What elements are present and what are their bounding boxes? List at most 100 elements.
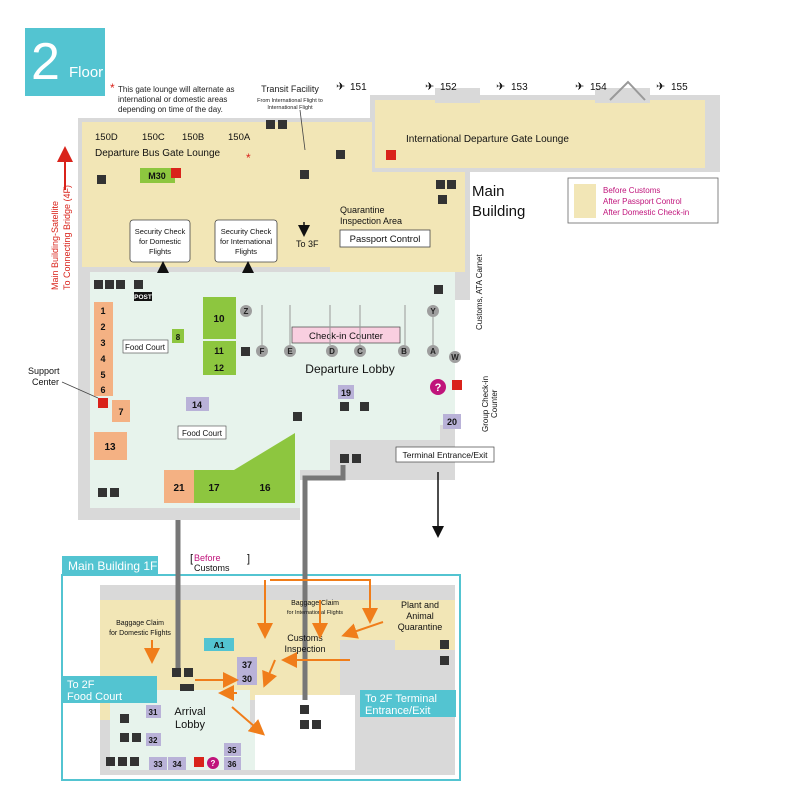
counter-F[interactable] [256,345,268,357]
shop-35[interactable] [224,743,241,756]
elevator-icon [105,280,114,289]
before-customs-bracket-end: ] [247,553,250,565]
shop-7[interactable] [112,400,130,422]
shop-8[interactable] [172,329,184,343]
restroom-icon [340,402,349,411]
counter-D[interactable] [326,345,338,357]
svg-text:Z: Z [244,307,249,316]
gate-150A[interactable]: 150A [228,132,251,143]
shop-5[interactable] [94,366,113,382]
shop-11[interactable] [203,341,236,358]
food-court-a[interactable] [122,339,169,354]
shop-A1[interactable] [204,638,234,651]
to-2f-terminal-line1: To 2F Terminal [365,693,437,705]
accessible-icon [440,656,449,665]
escalator-icon [352,454,361,463]
counter-Y[interactable] [427,305,439,317]
svg-text:11: 11 [214,346,224,356]
shop-13[interactable] [94,432,127,460]
shop-20[interactable] [443,414,461,429]
to-2f-food-court[interactable]: To 2F Food Court [62,676,157,703]
gate-152[interactable]: ✈ 152 [425,81,457,93]
svg-text:Flights: Flights [149,247,171,256]
to-2f-food-line2: Food Court [67,691,123,703]
svg-text:POST: POST [134,294,152,301]
shop-21[interactable] [164,470,194,503]
elevator-icon [438,195,447,204]
svg-text:Flights: Flights [235,247,257,256]
shop-6[interactable] [94,382,113,396]
svg-text:36: 36 [228,760,237,769]
shop-37[interactable] [237,657,257,671]
first-floor-title: Main Building 1F [62,556,158,576]
escalator-icon [293,412,302,421]
svg-text:D: D [329,347,335,356]
note-asterisk-marker: * [246,151,251,165]
to-2f-terminal[interactable]: To 2F Terminal Entrance/Exit [360,690,456,717]
information-icon[interactable] [207,757,219,769]
shop-36[interactable] [224,757,241,770]
shop-12[interactable] [203,358,236,375]
elevator-icon [300,720,309,729]
shop-31[interactable] [146,705,161,718]
information-icon[interactable] [430,379,446,395]
restroom-icon [98,488,107,497]
svg-text:Check-in Counter: Check-in Counter [309,331,383,342]
transit-title: Transit Facility [261,84,319,94]
baggage-dom-1: Baggage Claim [116,620,164,627]
shop-10[interactable] [203,297,236,339]
gate-154[interactable]: ✈ 154 [575,81,607,93]
facility-icons-1f [106,640,449,766]
restroom-icon [434,285,443,294]
terminal-exit[interactable] [395,446,495,463]
plant-1: Plant and [401,600,439,610]
checkin-counter[interactable] [291,326,401,344]
gate-150D[interactable]: 150D [95,132,118,143]
gate-151[interactable]: ✈ 151 [336,81,367,93]
shop-17[interactable] [194,470,234,503]
shop-33[interactable] [149,757,167,770]
svg-text:Customs, ATA Carnet: Customs, ATA Carnet [475,253,484,330]
counter-B[interactable] [398,345,410,357]
gate-155[interactable]: ✈ 155 [656,81,688,93]
information-glyph: ? [211,759,216,768]
gate-153[interactable]: ✈ 153 [496,81,528,93]
shop-14[interactable] [186,397,209,411]
svg-text:37: 37 [242,660,252,670]
shop-16[interactable] [234,433,295,503]
legend-after-domestic: After Domestic Check-in [603,208,689,217]
counter-C[interactable] [354,345,366,357]
arrival-flow [144,579,384,736]
svg-text:Main Building-Satellite: Main Building-Satellite [50,201,60,290]
shop-m30[interactable] [140,168,175,183]
svg-text:E: E [287,347,293,356]
svg-text:2: 2 [100,322,105,332]
svg-text:33: 33 [154,760,163,769]
counter-A[interactable] [427,345,439,357]
shop-19[interactable] [338,385,354,399]
svg-text:Security Check: Security Check [221,227,272,236]
shop-2[interactable] [94,318,113,334]
restroom-icon [94,280,103,289]
svg-text:6: 6 [100,385,105,395]
escalator-icon [106,757,115,766]
shop-32[interactable] [146,733,161,746]
counter-E[interactable] [284,345,296,357]
gate-150C[interactable]: 150C [142,132,165,143]
shop-34[interactable] [168,757,186,770]
shop-30[interactable] [237,671,257,685]
food-court-b[interactable] [177,425,227,440]
escalator-icon [300,705,309,714]
shop-3[interactable] [94,334,113,350]
shop-1[interactable] [94,302,113,318]
gate-150B[interactable]: 150B [182,132,204,143]
svg-text:32: 32 [149,736,158,745]
note-asterisk: * [110,81,115,95]
counter-W[interactable] [449,351,461,363]
counter-Z[interactable] [240,305,252,317]
passport-control[interactable] [339,229,431,248]
shop-4[interactable] [94,350,113,366]
svg-text:1: 1 [100,306,105,316]
svg-text:F: F [260,347,265,356]
